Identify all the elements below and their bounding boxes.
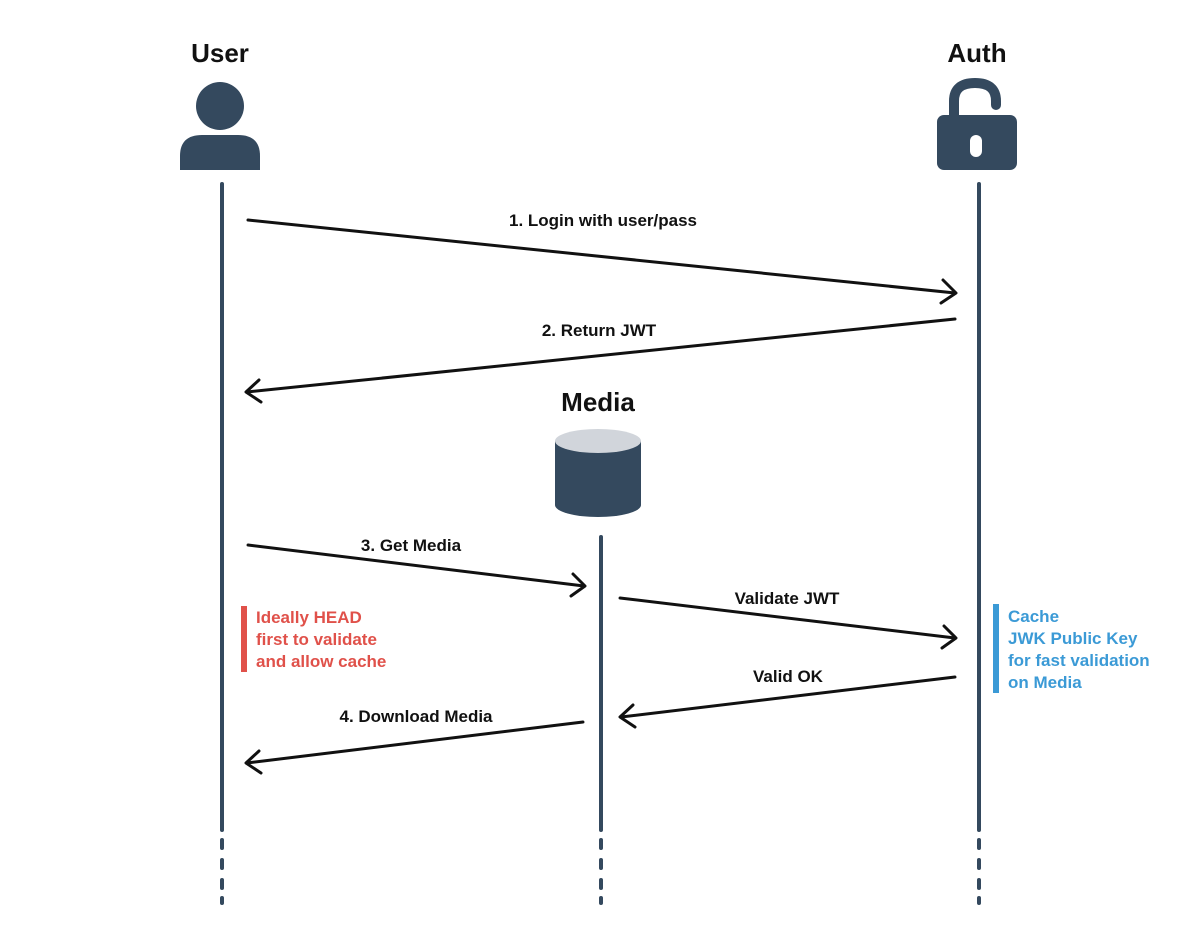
message-arrow-valid-ok [618, 675, 957, 729]
message-arrow-get-media [246, 543, 587, 598]
message-label-validate-jwt: Validate JWT [735, 589, 840, 608]
note-line: first to validate [256, 630, 377, 649]
note-head-validation: Ideally HEAD first to validate and allow… [241, 606, 386, 672]
actor-title-user: User [191, 38, 249, 68]
message-arrow-download-media [244, 720, 585, 775]
message-label-valid-ok: Valid OK [753, 667, 824, 686]
actor-title-media: Media [561, 387, 635, 417]
note-line: Cache [1008, 607, 1059, 626]
message-label-login: 1. Login with user/pass [509, 211, 697, 230]
note-jwk-cache: Cache JWK Public Key for fast validation… [993, 604, 1150, 693]
user-icon [180, 82, 260, 170]
note-line: on Media [1008, 673, 1082, 692]
message-label-download-media: 4. Download Media [339, 707, 493, 726]
message-arrow-return-jwt [244, 317, 957, 404]
database-icon [555, 429, 641, 517]
unlocked-padlock-icon [937, 77, 1017, 170]
note-line: and allow cache [256, 652, 386, 671]
note-line: for fast validation [1008, 651, 1150, 670]
message-label-return-jwt: 2. Return JWT [542, 321, 657, 340]
note-bar-red [241, 606, 247, 672]
note-line: Ideally HEAD [256, 608, 362, 627]
note-bar-blue [993, 604, 999, 693]
actor-title-auth: Auth [947, 38, 1006, 68]
message-label-get-media: 3. Get Media [361, 536, 462, 555]
message-arrow-login [246, 218, 958, 305]
message-arrow-validate-jwt [618, 596, 958, 650]
note-line: JWK Public Key [1008, 629, 1138, 648]
